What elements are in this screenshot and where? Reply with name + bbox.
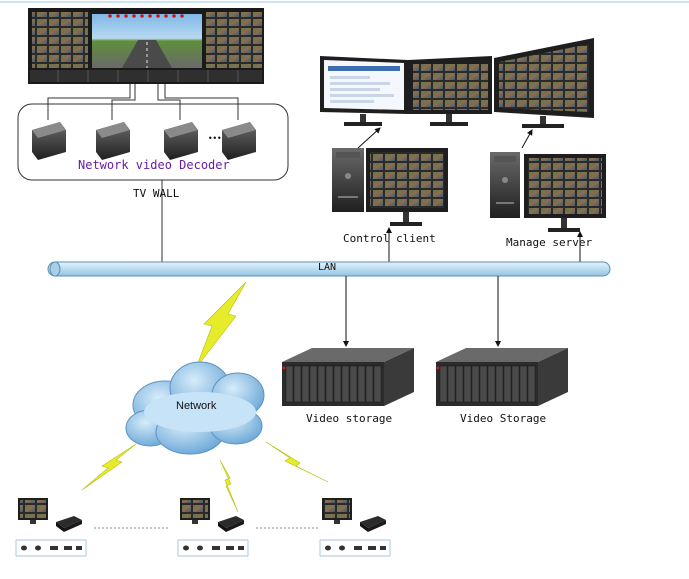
- pc-tower-icon: [490, 152, 520, 218]
- storage-server-icon: [282, 348, 414, 406]
- lightning-icon: [265, 441, 329, 483]
- remote-site-1: [15, 498, 87, 557]
- decoder-group-box: [17, 103, 289, 181]
- decoder-device-icon: [164, 122, 198, 160]
- client-to-monitor-arrow: [357, 127, 381, 149]
- network-label: Network: [176, 400, 217, 412]
- remote-site-2: [177, 498, 249, 557]
- lightning-icon: [219, 459, 239, 513]
- camera-icon: [325, 545, 386, 551]
- video-storage-2-label: Video Storage: [460, 412, 547, 425]
- decoder-device-icon: [222, 122, 256, 160]
- dvr-icon: [360, 516, 386, 532]
- storage-server-icon: [436, 348, 568, 406]
- lan-label: LAN: [318, 262, 337, 273]
- monitor-icon: [494, 38, 594, 128]
- monitor-icon: [180, 498, 210, 524]
- monitor-icon: [320, 56, 408, 126]
- server-to-monitor-arrow: [521, 129, 533, 149]
- monitor-icon: [524, 154, 606, 232]
- monitor-icon: [408, 56, 492, 126]
- remote-site-3: [319, 498, 391, 557]
- monitor-icon: [322, 498, 352, 524]
- tv-wall-feed-lines: [47, 84, 239, 120]
- lightning-icon: [195, 281, 247, 369]
- tv-wall-icon: [28, 8, 264, 84]
- dvr-icon: [56, 516, 82, 532]
- monitor-icon: [18, 498, 48, 524]
- lan-bus: [47, 261, 611, 277]
- monitor-icon: [366, 148, 448, 226]
- manage-server-label: Manage server: [506, 236, 593, 249]
- control-client-label: Control client: [343, 232, 436, 245]
- pc-tower-icon: [332, 148, 364, 212]
- dvr-icon: [218, 516, 244, 532]
- video-storage-1-label: Video storage: [306, 412, 393, 425]
- camera-icon: [21, 545, 82, 551]
- decoder-ellipsis: ...: [208, 128, 222, 143]
- lightning-icon: [81, 443, 137, 491]
- decoder-label: Network video Decoder: [78, 158, 230, 172]
- tv-wall-label: TV WALL: [133, 187, 180, 200]
- decoder-device-icon: [32, 122, 66, 160]
- decoder-device-icon: [96, 122, 130, 160]
- camera-icon: [183, 545, 244, 551]
